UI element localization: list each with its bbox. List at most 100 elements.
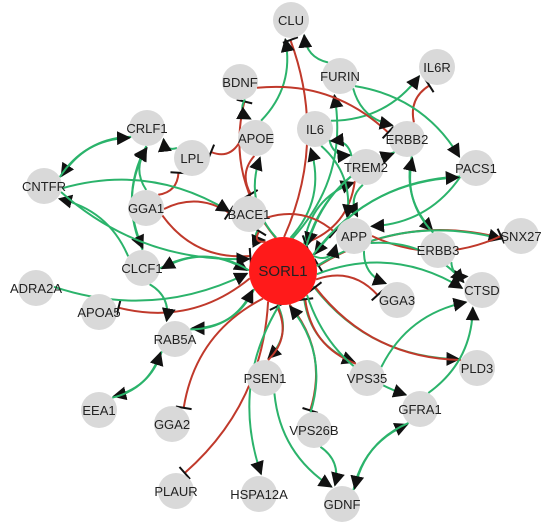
- edge-vps35-to-ctsd-activation: [380, 297, 468, 368]
- node-plaur: [158, 473, 194, 509]
- node-label-cntfr: CNTFR: [22, 179, 66, 194]
- node-gga2: [154, 406, 190, 442]
- inhibition-bar-sorl1-to-apoa5: [115, 299, 122, 316]
- node-cntfr: [26, 168, 62, 204]
- edge-sorl1-to-gga3-inhibition: [315, 274, 379, 296]
- edge-sorl1-to-bace1-inhibition: [255, 230, 266, 243]
- node-label-pld3: PLD3: [461, 361, 494, 376]
- node-label-erbb2: ERBB2: [386, 132, 429, 147]
- edge-il6-to-il6r-activation: [330, 74, 421, 122]
- node-bace1: [231, 196, 267, 232]
- node-vps26b: [296, 412, 332, 448]
- node-label-vps35: VPS35: [347, 371, 387, 386]
- node-label-furin: FURIN: [320, 69, 360, 84]
- node-label-snx27: SNX27: [500, 229, 541, 244]
- edge-sorl1-to-ctsd-activation: [316, 261, 464, 289]
- edge-crlf1-to-cntfr-activation: [60, 135, 132, 178]
- edge-cntfr-to-crlf1-activation: [58, 131, 131, 178]
- node-label-gdnf: GDNF: [324, 497, 361, 512]
- edge-sorl1-to-plaur-inhibition: [184, 301, 270, 474]
- node-crlf1: [129, 110, 165, 146]
- edge-vps26b-to-sorl1-activation: [289, 305, 318, 413]
- edge-clcf1-to-cntfr-activation: [57, 194, 130, 257]
- edge-rab5a-to-eea1-activation: [112, 351, 163, 401]
- node-eea1: [81, 392, 117, 428]
- edge-erbb2-to-il6r-inhibition: [411, 84, 430, 123]
- node-label-plaur: PLAUR: [154, 484, 197, 499]
- node-label-app: APP: [341, 229, 367, 244]
- node-snx27: [503, 218, 539, 254]
- node-hspa12a: [241, 476, 277, 512]
- node-label-clu: CLU: [278, 13, 304, 28]
- node-il6: [297, 111, 333, 147]
- edge-gga1-to-lpl-inhibition: [158, 172, 180, 196]
- node-label-trem2: TREM2: [344, 160, 388, 175]
- node-app: [336, 218, 372, 254]
- node-label-gga1: GGA1: [128, 201, 164, 216]
- edge-apoe-to-lpl-inhibition: [210, 142, 240, 156]
- node-sorl1: [249, 237, 317, 305]
- edge-gfra1-to-gdnf-activation: [350, 421, 409, 490]
- node-lpl: [174, 140, 210, 176]
- edge-trem2-to-app-activation: [345, 183, 364, 218]
- node-il6r: [419, 49, 455, 85]
- node-label-bdnf: BDNF: [222, 75, 257, 90]
- node-label-bace1: BACE1: [228, 207, 271, 222]
- node-pacs1: [458, 150, 494, 186]
- node-label-apoa5: APOA5: [77, 305, 120, 320]
- edge-apoe-to-clu-activation: [260, 37, 295, 122]
- node-label-gfra1: GFRA1: [398, 402, 441, 417]
- edge-adra2a-to-sorl1-activation: [53, 272, 249, 302]
- edge-il6-to-app-activation: [320, 145, 356, 219]
- edge-erbb3-to-ctsd-activation: [450, 262, 469, 285]
- edge-sorl1-to-vps26b-inhibition: [288, 303, 317, 411]
- node-gfra1: [402, 391, 438, 427]
- edge-sorl1-to-furin-activation: [291, 93, 344, 240]
- node-apoa5: [81, 294, 117, 330]
- edge-sorl1-to-apoa5-inhibition: [118, 277, 251, 314]
- node-label-il6r: IL6R: [423, 60, 450, 75]
- node-label-apoe: APOE: [238, 131, 274, 146]
- edge-clcf1-to-rab5a-activation: [149, 283, 176, 323]
- node-clu: [273, 2, 309, 38]
- node-label-rab5a: RAB5A: [154, 332, 197, 347]
- inhibition-bar-sorl1-to-plaur: [178, 466, 191, 480]
- node-furin: [322, 58, 358, 94]
- edge-eea1-to-rab5a-activation: [111, 351, 164, 399]
- edge-erbb3-to-erbb2-activation: [402, 156, 434, 234]
- node-gga1: [128, 190, 164, 226]
- node-erbb2: [389, 121, 425, 157]
- edge-gga1-to-crlf1-activation: [133, 146, 148, 191]
- edge-sorl1-to-app-activation: [313, 243, 340, 259]
- edge-cntfr-to-bace1-activation: [61, 178, 231, 213]
- node-adra2a: [18, 270, 54, 306]
- edge-lpl-to-crlf1-activation: [157, 137, 178, 153]
- edge-furin-to-erbb2-activation: [352, 88, 394, 130]
- edge-pacs1-to-app-activation: [370, 176, 462, 233]
- node-label-eea1: EEA1: [82, 403, 115, 418]
- node-label-ctsd: CTSD: [464, 283, 499, 298]
- node-label-hspa12a: HSPA12A: [230, 487, 288, 502]
- node-label-clcf1: CLCF1: [121, 261, 162, 276]
- edge-gfra1-to-ctsd-activation: [427, 306, 480, 394]
- edge-furin-to-pacs1-activation: [354, 85, 461, 159]
- edge-sorl1-to-pacs1-activation: [312, 170, 460, 256]
- node-label-sorl1: SORL1: [258, 263, 307, 280]
- node-pld3: [459, 350, 495, 386]
- node-label-adra2a: ADRA2A: [10, 281, 62, 296]
- edge-rab5a-to-sorl1-activation: [190, 288, 254, 331]
- inhibition-bar-sorl1-to-gga2: [175, 405, 192, 411]
- node-gga3: [379, 282, 415, 318]
- node-bdnf: [222, 64, 258, 100]
- node-vps35: [349, 360, 385, 396]
- edge-apoe-to-bace1-inhibition: [244, 155, 256, 195]
- node-rab5a: [157, 321, 193, 357]
- edge-psen1-to-gdnf-activation: [273, 393, 333, 488]
- node-clcf1: [124, 250, 160, 286]
- node-apoe: [238, 120, 274, 156]
- node-label-crlf1: CRLF1: [126, 121, 167, 136]
- edge-pld3-to-sorl1-inhibition: [314, 286, 461, 361]
- inhibition-bar-pld3-to-sorl1: [308, 281, 323, 293]
- edge-app-to-gga3-activation: [362, 250, 388, 286]
